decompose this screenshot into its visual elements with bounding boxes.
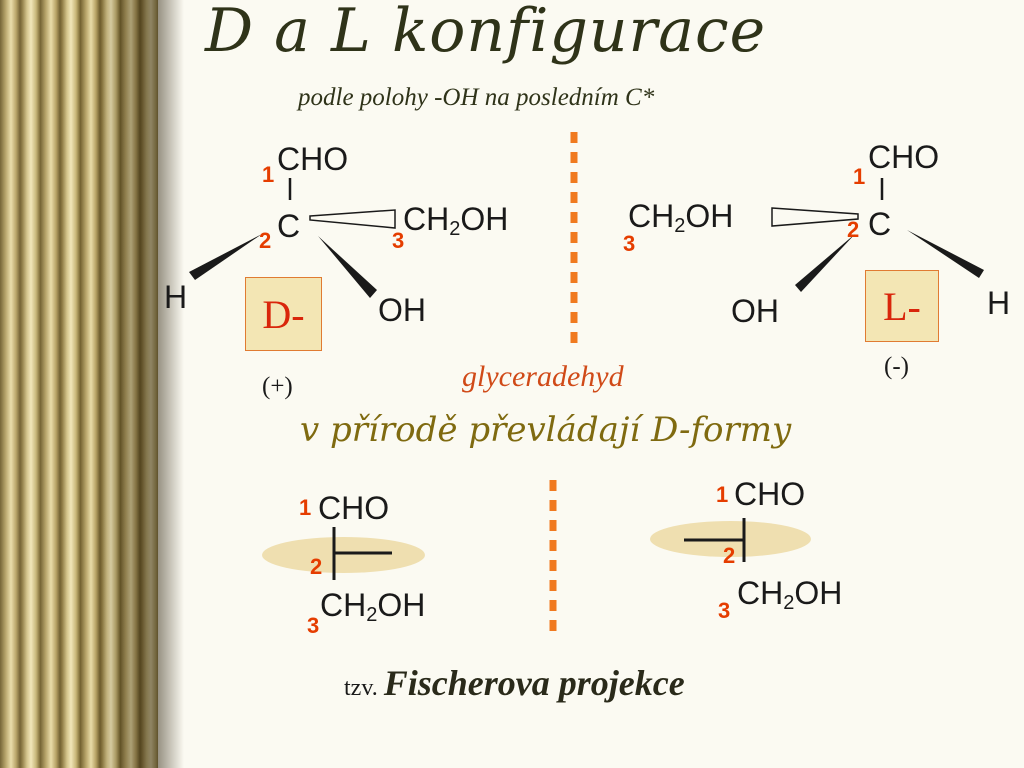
d-top-group: CHO [277,141,349,177]
fischer-l-number-3: 3 [718,598,731,623]
d-wedge-right [318,236,377,298]
l-carbon-number-3: 3 [623,231,636,256]
l-center-carbon: C [868,206,892,242]
d-config-label: D- [245,277,322,351]
l-left-group: OH [731,293,779,329]
d-hashed-wedge [309,209,396,229]
slide-subtitle: podle polohy -OH na posledním C* [298,84,655,111]
fischer-d-number-3: 3 [307,613,320,638]
l-right-group: H [987,285,1011,321]
l-side-group: CH2OH [628,198,734,237]
d-carbon-number-2: 2 [259,228,272,253]
fischer-d-number-1: 1 [299,495,312,520]
fischer-d-top-group: CHO [318,490,390,526]
d-right-group: OH [378,292,426,328]
decorative-pillar [0,0,158,768]
fischer-l-bottom-group: CH2OH [737,575,843,614]
l-top-group: CHO [868,139,940,175]
d-side-group: CH2OH [403,201,509,240]
slide-title: D a L konfigurace [205,0,767,66]
fischer-l-number-2: 2 [723,543,736,568]
fischer-d-number-2: 2 [310,554,323,579]
fischer-l-number-1: 1 [716,482,729,507]
d-left-group: H [164,279,188,315]
fischer-caption: tzv. Fischerova projekce [344,662,685,704]
d-wedge-left [189,234,262,280]
l-config-label: L- [865,270,939,342]
d-carbon-number-1: 1 [262,162,275,187]
fischer-l-top-group: CHO [734,476,806,512]
caption-main: Fischerova projekce [383,663,685,703]
fischer-d-highlight [262,537,425,573]
l-wedge-right [907,230,984,278]
pillar-shadow [158,0,184,768]
d-rotation-sign: (+) [262,373,293,400]
caption-prefix: tzv. [344,675,378,701]
fischer-d-bottom-group: CH2OH [320,587,426,626]
nature-statement: v přírodě převládají D-formy [300,410,792,450]
l-carbon-number-1: 1 [853,164,866,189]
l-wedge-left [795,234,855,292]
compound-name: glyceradehyd [462,360,624,393]
d-center-carbon: C [277,208,301,244]
l-rotation-sign: (-) [884,353,909,380]
l-carbon-number-2: 2 [847,217,860,242]
l-hashed-wedge [771,207,859,227]
d-carbon-number-3: 3 [392,228,405,253]
